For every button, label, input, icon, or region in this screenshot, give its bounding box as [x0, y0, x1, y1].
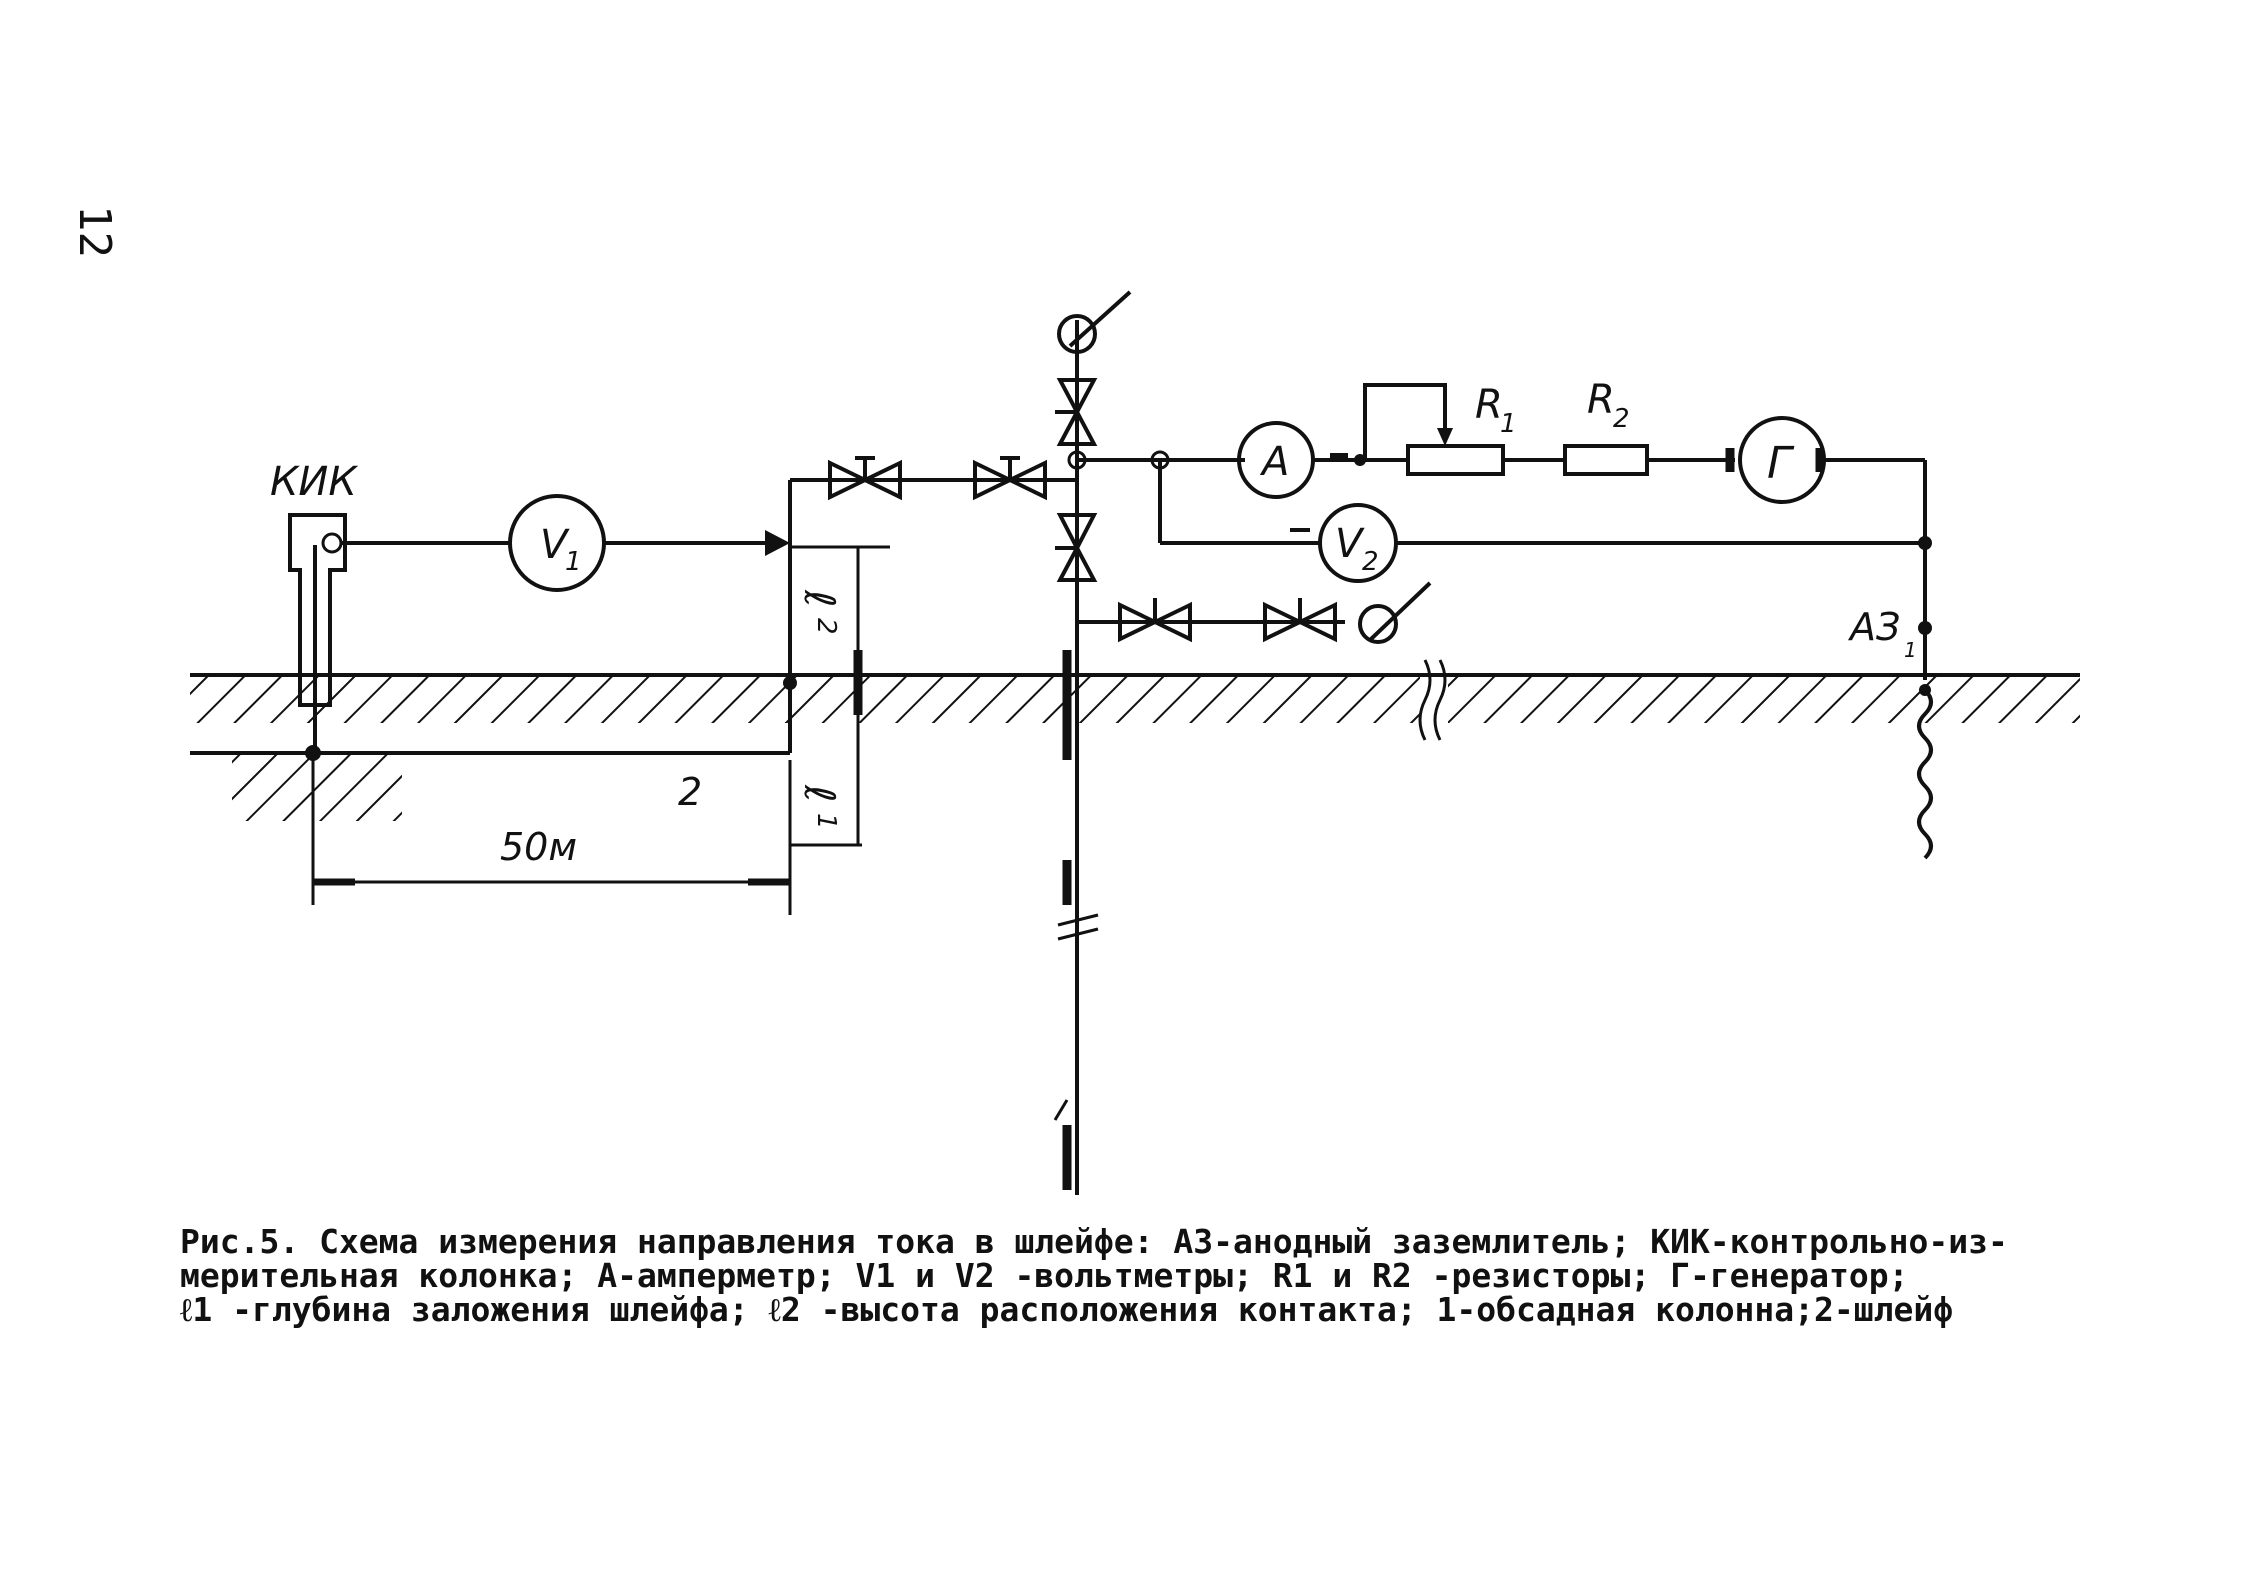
valve-side-2 [1263, 598, 1337, 643]
valve-side-1 [1118, 598, 1192, 643]
svg-text:2: 2 [1613, 404, 1630, 434]
svg-text:V: V [1335, 521, 1365, 567]
valve-middle [1055, 513, 1098, 582]
ammeter: A [1237, 421, 1315, 499]
generator: Г [1738, 416, 1826, 504]
ground-surface [190, 659, 2080, 741]
valve-2 [973, 456, 1047, 501]
pressure-gauge-side [1358, 581, 1432, 644]
dimension-50m: 50м [311, 760, 792, 915]
kik-column [288, 513, 347, 761]
valve-1 [828, 456, 902, 501]
svg-text:АЗ: АЗ [1847, 605, 1900, 649]
svg-text:ℓ: ℓ [795, 589, 844, 607]
svg-text:2: 2 [1362, 547, 1379, 577]
caption-line-3: ℓ1 -глубина заложения шлейфа; ℓ2 -высота… [180, 1290, 1954, 1329]
svg-text:ℓ: ℓ [795, 784, 844, 802]
caption-line-2: мерительная колонка; А-амперметр; V1 и V… [180, 1256, 1909, 1295]
svg-text:1: 1 [811, 813, 841, 830]
svg-text:V: V [540, 522, 570, 568]
svg-text:Г: Г [1767, 438, 1795, 489]
voltmeter-v2: V 2 [1318, 503, 1398, 583]
resistor-r2: R 2 [1563, 377, 1649, 476]
svg-text:R: R [1587, 377, 1615, 423]
svg-text:1: 1 [1500, 409, 1517, 439]
kik-ground-hatch [190, 751, 790, 821]
voltmeter-v1: V 1 [508, 494, 606, 592]
casing-column [1053, 320, 1099, 1195]
svg-text:R: R [1475, 382, 1503, 428]
caption-line-1: Рис.5. Схема измерения направления тока … [180, 1222, 2008, 1261]
svg-text:A: A [1259, 439, 1289, 485]
kik-label: КИК [270, 459, 358, 505]
svg-text:2: 2 [811, 618, 841, 635]
valve-top [1055, 378, 1098, 446]
anode-grounding: АЗ 1 [1847, 605, 1933, 860]
svg-text:1: 1 [565, 547, 582, 577]
svg-text:1: 1 [1904, 638, 1917, 662]
dimension-l1-l2: ℓ 2 ℓ 1 [790, 545, 890, 847]
resistor-r1: R 1 [1360, 382, 1517, 476]
loop-number-label: 2 [678, 770, 702, 814]
svg-text:50м: 50м [500, 825, 577, 869]
figure-caption: Рис.5. Схема измерения направления тока … [180, 1225, 2120, 1327]
pressure-gauge-top [1057, 290, 1132, 354]
